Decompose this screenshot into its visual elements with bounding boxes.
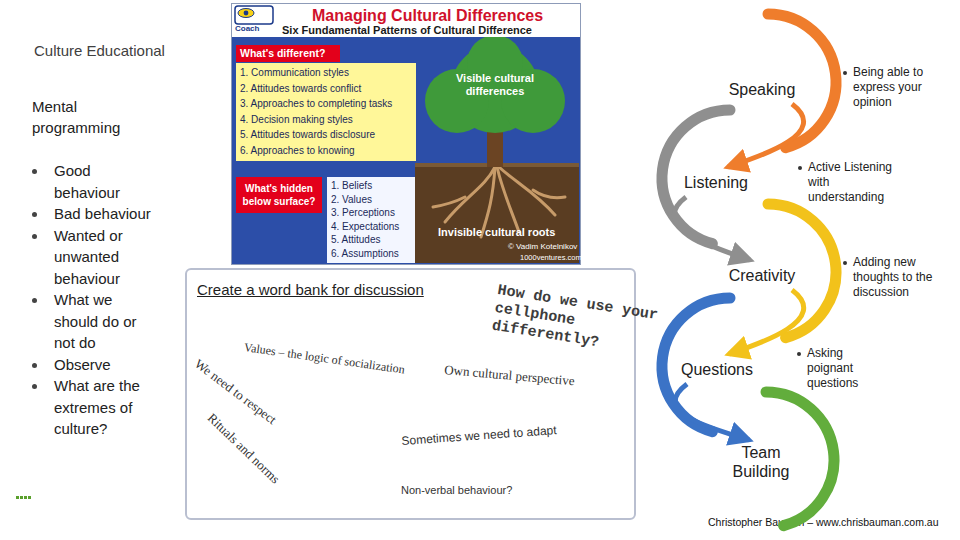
bullet-item: Wanted or unwanted behaviour (30, 225, 154, 290)
coach-logo (234, 5, 274, 25)
bullet-dot (32, 212, 37, 217)
heading-box: What's hidden below surface? (236, 177, 322, 213)
process-ring: Listening (661, 167, 771, 197)
process-ring: Speaking (707, 74, 817, 104)
list-item: 4. Decision making styles (240, 112, 412, 128)
credit-line: Christopher Bauman – www.chrisbauman.com… (708, 516, 939, 528)
panel-subtitle: Six Fundamental Patterns of Cultural Dif… (282, 24, 532, 36)
list-item: 2. Values (331, 193, 411, 207)
dot-mark (20, 496, 23, 499)
bullet-item: What are the extremes of culture? (30, 375, 154, 440)
process-ring: Creativity (707, 260, 817, 290)
step-label: Questions (681, 360, 753, 379)
heading-text: What's hidden below surface? (238, 182, 320, 208)
dot-mark (28, 496, 31, 499)
bullet-dot (32, 384, 37, 389)
section-title: Culture Educational (34, 42, 165, 59)
logo-pupil (244, 11, 249, 16)
bullet-list: Good behaviourBad behaviourWanted or unw… (30, 160, 160, 440)
list-item: 3. Approaches to completing tasks (240, 96, 412, 112)
flow-arrow (728, 104, 804, 167)
step-label: Speaking (729, 80, 796, 99)
list-item: 6. Assumptions (331, 247, 411, 261)
process-ring: Team Building (721, 440, 801, 484)
list-item: 2. Attitudes towards conflict (240, 81, 412, 97)
bullet-text: Good behaviour (54, 162, 120, 201)
copyright-note: © Vadim Kotelnikov (508, 242, 577, 251)
step-label: Team Building (721, 443, 801, 481)
flow-arrow (729, 290, 804, 354)
logo-eye (238, 9, 254, 18)
bullet-text: Bad behaviour (54, 205, 151, 222)
website-note: 1000ventures.com (520, 253, 582, 262)
list-box: 1. Beliefs2. Values3. Perceptions4. Expe… (327, 177, 415, 263)
bullet-item: Bad behaviour (30, 203, 154, 225)
bullet-dot (798, 166, 802, 170)
dot-mark (24, 496, 27, 499)
step-note: Adding new thoughts to the discussion (853, 255, 937, 300)
corner-dots (16, 494, 32, 500)
bullet-dot (32, 169, 37, 174)
discussion-word: We need to respect (191, 356, 279, 428)
bullet-dot (32, 298, 37, 303)
bullet-item: Observe (30, 354, 154, 376)
list-item: 4. Expectations (331, 220, 411, 234)
list-item: 6. Approaches to knowing (240, 143, 412, 159)
bullet-text: Wanted or unwanted behaviour (54, 227, 123, 287)
list-item: 3. Perceptions (331, 206, 411, 220)
tree-caption: Invisible cultural roots (438, 226, 555, 238)
step-note: Active Listening with understanding (808, 160, 900, 205)
discussion-word: Non-verbal behaviour? (401, 484, 512, 496)
discussion-word: How do we use your cellphone differently… (491, 282, 669, 362)
logo-text: Coach (235, 24, 259, 33)
step-label: Creativity (729, 266, 796, 285)
discussion-word: Own cultural perspective (444, 362, 576, 389)
logo-frame (235, 6, 273, 24)
dot-mark (16, 496, 19, 499)
bullet-dot (843, 71, 847, 75)
tree-caption: Visible cultural differences (452, 72, 538, 98)
discussion-word: Values – the logic of socialization (243, 340, 406, 377)
list-item: 1. Beliefs (331, 179, 411, 193)
bullet-item: What we should do or not do (30, 289, 154, 354)
root (433, 197, 465, 207)
list-item: 5. Attitudes (331, 233, 411, 247)
bullet-text: What are the extremes of culture? (54, 377, 140, 437)
flow-arrow (674, 197, 750, 260)
list-item: 5. Attitudes towards disclosure (240, 127, 412, 143)
bullet-dot (32, 234, 37, 239)
section-heading: Mental programming (32, 96, 142, 138)
heading-text: What's different? (240, 47, 325, 59)
bullet-text: Observe (54, 356, 111, 373)
bullet-dot (32, 363, 37, 368)
discussion-word: Sometimes we need to adapt (401, 423, 557, 448)
root (533, 190, 565, 198)
heading-box: What's different? (236, 45, 340, 62)
bullet-item: Good behaviour (30, 160, 154, 203)
word-bank-heading: Create a word bank for discussion (197, 281, 424, 298)
process-ring: Questions (662, 354, 772, 384)
list-box: 1. Communication styles2. Attitudes towa… (236, 63, 416, 161)
bullet-text: What we should do or not do (54, 291, 137, 351)
step-note: Asking poignant questions (807, 346, 881, 391)
root (497, 167, 519, 232)
panel-title: Managing Cultural Differences (312, 7, 543, 25)
flow-arrow (675, 384, 749, 440)
step-label: Listening (684, 173, 748, 192)
bullet-dot (797, 352, 801, 356)
root (499, 167, 555, 215)
word-bank-box: Create a word bank for discussionHow do … (185, 268, 636, 520)
list-item: 1. Communication styles (240, 65, 412, 81)
bullet-dot (843, 261, 847, 265)
soil (415, 165, 579, 263)
step-note: Being able to express your opinion (853, 65, 937, 110)
roots (433, 167, 565, 237)
